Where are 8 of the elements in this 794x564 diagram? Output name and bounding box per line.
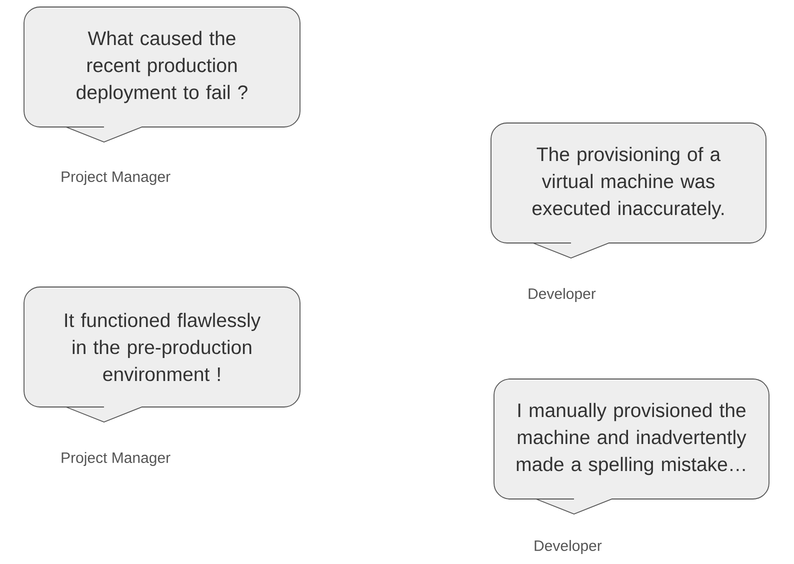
speech-bubble: It functioned flawlessly in the pre-production environment ! bbox=[24, 286, 300, 422]
role-label: Project Manager bbox=[62, 452, 170, 466]
speech-bubble: The provisioning of a virtual machine was executed inaccurately. bbox=[490, 122, 766, 258]
role-label: Developer bbox=[534, 540, 602, 554]
speech-bubble: I manually provisioned the machine and inadvertently made a spelling mistake… bbox=[494, 378, 770, 514]
role-label: Project Manager bbox=[62, 171, 170, 185]
role-label: Developer bbox=[528, 288, 596, 302]
speech-bubble: What caused the recent production deployment to fail ? bbox=[24, 6, 300, 142]
